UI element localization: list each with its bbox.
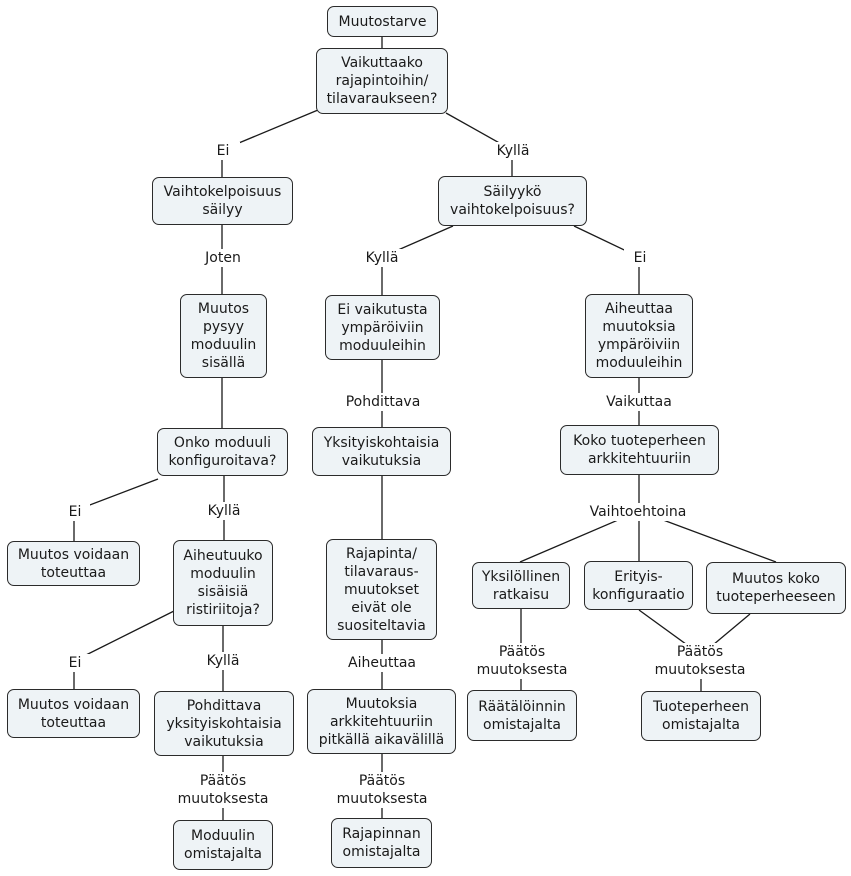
node-muutos-voidaan-toteuttaa-2[interactable]: Muutos voidaan toteuttaa [7,689,140,738]
node-vaikuttaako-rajapintoihin[interactable]: Vaikuttaako rajapintoihin/ tilavarauksee… [316,48,448,114]
node-muutos-pysyy-moduulin-sisalla[interactable]: Muutos pysyy moduulin sisällä [180,294,267,378]
edge-label-paatos-muutoksesta: Päätös muutoksesta [470,643,574,679]
edge-label-kylla: Kyllä [488,142,538,160]
node-sailyyko-vaihtokelpoisuus[interactable]: Säilyykö vaihtokelpoisuus? [438,176,587,226]
edge-label-vaikuttaa: Vaikuttaa [598,393,680,411]
node-muutos-koko-tuoteperheeseen[interactable]: Muutos koko tuoteperheeseen [706,562,846,614]
node-onko-moduuli-konfiguroitava[interactable]: Onko moduuli konfiguroitava? [157,428,288,476]
edge-label-vaihtoehtoina: Vaihtoehtoina [582,503,694,521]
node-yksityiskohtaisia-vaikutuksia[interactable]: Yksityiskohtaisia vaikutuksia [312,427,451,476]
node-vaihtokelpoisuus-sailyy[interactable]: Vaihtokelpoisuus säilyy [152,177,293,225]
node-koko-tuoteperheen-arkkitehtuuriin[interactable]: Koko tuoteperheen arkkitehtuuriin [560,425,719,475]
edge-label-kylla: Kyllä [358,249,406,267]
edge-label-paatos-muutoksesta: Päätös muutoksesta [171,772,275,808]
edge-label-paatos-muutoksesta: Päätös muutoksesta [330,772,434,808]
node-rajapinnan-omistajalta[interactable]: Rajapinnan omistajalta [331,818,432,868]
edge-label-pohdittava: Pohdittava [338,393,428,411]
node-aiheutuuko-ristiriitoja[interactable]: Aiheutuuko moduulin sisäisiä ristiriitoj… [173,540,273,626]
edge-label-ei: Ei [206,142,240,160]
node-muutoksia-arkkitehtuuriin[interactable]: Muutoksia arkkitehtuuriin pitkällä aikav… [307,689,456,754]
node-moduulin-omistajalta[interactable]: Moduulin omistajalta [173,820,273,870]
node-tuoteperheen-omistajalta[interactable]: Tuoteperheen omistajalta [641,691,761,741]
edge-label-aiheuttaa: Aiheuttaa [340,654,424,672]
node-pohdittava-yksityiskohtaisia[interactable]: Pohdittava yksityiskohtaisia vaikutuksia [154,691,294,756]
node-aiheuttaa-muutoksia[interactable]: Aiheuttaa muutoksia ympäröiviin moduulei… [585,294,693,378]
edge-label-kylla: Kyllä [199,652,247,670]
edge-label-ei: Ei [60,503,90,521]
edge-label-joten: Joten [196,249,250,267]
node-ei-vaikutusta[interactable]: Ei vaikutusta ympäröiviin moduuleihin [325,295,440,360]
edge-label-paatos-muutoksesta: Päätös muutoksesta [648,643,752,679]
node-yksilollinen-ratkaisu[interactable]: Yksilöllinen ratkaisu [472,562,570,609]
edge-label-ei: Ei [624,249,656,267]
edge-label-kylla: Kyllä [200,502,248,520]
edge-label-ei: Ei [60,654,90,672]
node-raataloinnin-omistajalta[interactable]: Räätälöinnin omistajalta [467,690,577,741]
node-rajapinta-muutokset[interactable]: Rajapinta/ tilavaraus- muutokset eivät o… [326,539,437,640]
node-muutostarve[interactable]: Muutostarve [327,6,438,37]
node-muutos-voidaan-toteuttaa-1[interactable]: Muutos voidaan toteuttaa [7,541,140,586]
node-erityiskonfiguraatio[interactable]: Erityis- konfiguraatio [584,561,693,610]
